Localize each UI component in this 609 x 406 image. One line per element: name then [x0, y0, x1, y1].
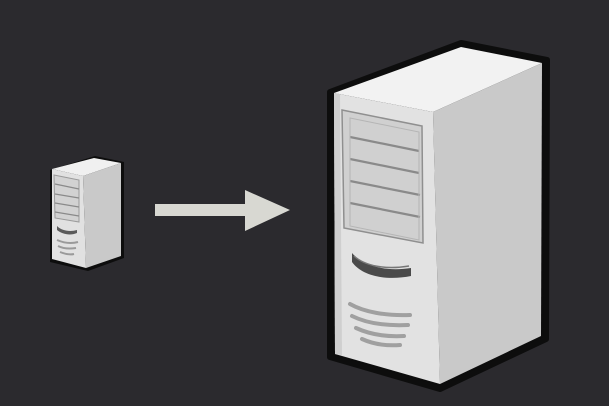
large-server-slot	[352, 253, 411, 278]
small-server-icon	[50, 156, 124, 271]
large-server-vents	[348, 302, 412, 348]
small-server-side	[83, 163, 121, 268]
large-server-drive-slots	[349, 135, 421, 219]
large-server-top	[334, 47, 542, 112]
large-server-icon	[327, 40, 550, 392]
small-server-top	[52, 158, 121, 176]
large-server-side	[433, 63, 542, 384]
small-server-vents	[56, 239, 79, 256]
arrow-right-icon	[155, 190, 290, 231]
large-server-drive-bay	[341, 109, 424, 244]
small-server-drive-bay	[53, 174, 80, 223]
small-server-slot	[57, 226, 77, 235]
